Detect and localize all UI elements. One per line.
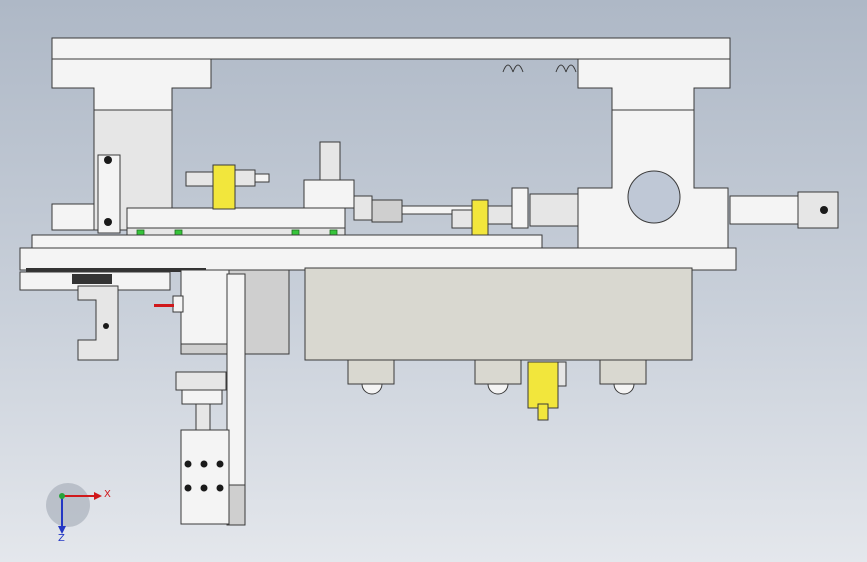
lower-housing[interactable] xyxy=(304,267,693,395)
yellow-sensor[interactable] xyxy=(527,361,567,421)
left-bracket[interactable] xyxy=(19,271,171,361)
x-axis-label: X xyxy=(104,489,111,500)
main-plate[interactable] xyxy=(19,234,737,272)
vertical-column[interactable] xyxy=(175,273,246,526)
axis-triad xyxy=(46,483,102,534)
yellow-clamp-left[interactable] xyxy=(185,164,270,210)
center-block[interactable] xyxy=(303,141,473,223)
left-pillar[interactable] xyxy=(51,109,173,234)
z-axis-label: Z xyxy=(58,533,65,544)
right-cylinder[interactable] xyxy=(729,191,839,229)
pillar-bore xyxy=(627,170,681,224)
motor-block[interactable] xyxy=(154,269,290,355)
top-frame[interactable] xyxy=(51,37,731,111)
hook-clips xyxy=(502,64,577,73)
right-pillar[interactable] xyxy=(577,109,729,249)
lift-block[interactable] xyxy=(180,429,230,525)
yellow-clamp-right[interactable] xyxy=(451,187,579,237)
